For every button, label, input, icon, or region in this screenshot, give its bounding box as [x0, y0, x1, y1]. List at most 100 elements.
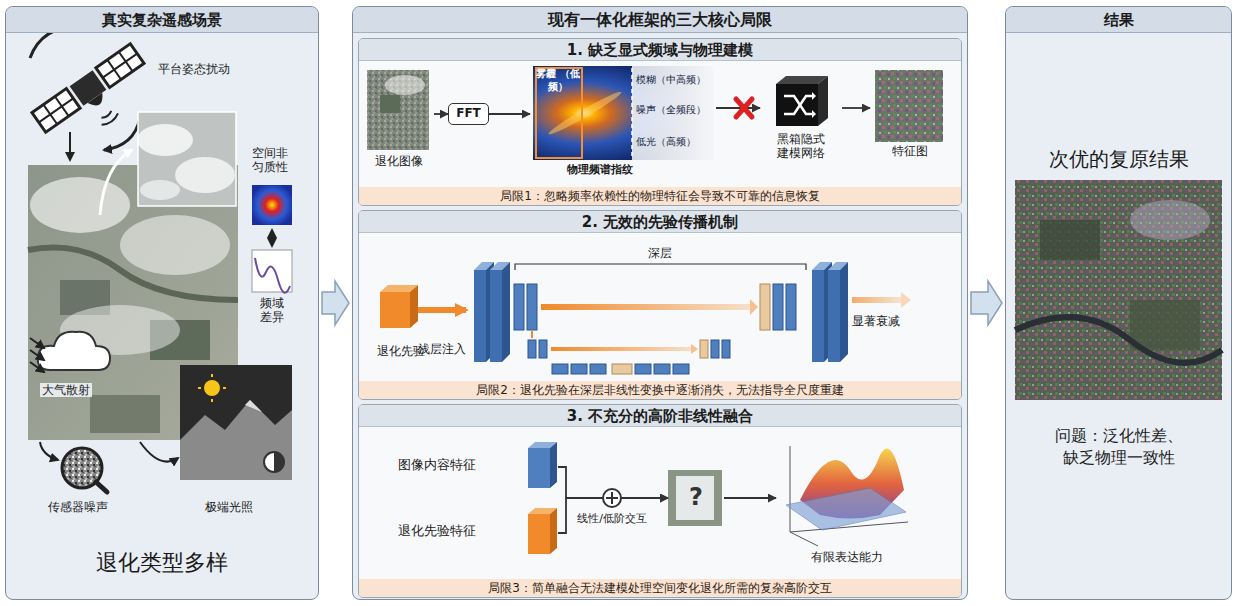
- annotation-label: 传感器噪声: [48, 500, 108, 514]
- feature-map-image-part: [875, 70, 943, 142]
- low-light-image: [140, 365, 292, 480]
- node-text: 退化图像: [364, 154, 434, 168]
- heatmap-icon: [252, 185, 292, 293]
- unet-network-part: [514, 284, 524, 330]
- node-text: 特征图: [870, 144, 950, 158]
- unet-network-part: [700, 340, 708, 358]
- low-light-image-part: [180, 400, 292, 480]
- noise-magnifier-part: [40, 442, 58, 460]
- unet-network-part: [812, 270, 824, 362]
- node-text: 退化先验特征: [382, 523, 492, 539]
- unet-network-part: [490, 270, 502, 362]
- node-text: 低光（高频）: [636, 136, 714, 148]
- limitation-box: 3. 不充分的高阶非线性融合局限3：简单融合无法建模处理空间变化退化所需的复杂高…: [358, 404, 962, 598]
- result-image-part: [1015, 180, 1222, 400]
- connector-arrow: [489, 113, 530, 115]
- low-light-image-part: [211, 399, 213, 402]
- unet-network-part: [551, 347, 692, 351]
- unet-network-part: [828, 270, 840, 362]
- satellite-icon-part-part: [103, 54, 137, 78]
- prior-cube-part: [418, 307, 466, 313]
- degraded-image-part: [380, 95, 400, 113]
- cloudy-image-part: [175, 157, 235, 193]
- low-light-image-part: [198, 387, 201, 389]
- spectrum-image-part: [536, 68, 582, 158]
- block-arrow: [971, 281, 1002, 325]
- panel-grounds-part: [358, 404, 962, 598]
- unet-network: [474, 262, 911, 374]
- feature-cubes: [528, 442, 557, 554]
- unet-network-part: [571, 364, 587, 374]
- unet-network-part: [590, 364, 606, 374]
- black-box-network: 黑箱隐式建模网络: [760, 70, 842, 170]
- fused-image: ?: [668, 470, 724, 526]
- unet-network-part: [635, 364, 651, 374]
- feature-cube: 图像内容特征: [378, 440, 558, 494]
- heatmap-icon-part: [255, 258, 290, 293]
- annotation-label: 极端光照: [205, 500, 253, 514]
- noise-magnifier: [40, 442, 107, 492]
- feature-cubes-part: [550, 508, 557, 554]
- cloud-icon-part: [38, 332, 110, 370]
- black-box-cube-part: [812, 92, 816, 100]
- limitations-panel: 现有一体化框架的三大核心局限1. 缺乏显式频域与物理建模局限1：忽略频率依赖性的…: [352, 6, 968, 600]
- black-box-cube-part: [812, 110, 816, 118]
- satellite-icon-part-part: [101, 111, 112, 120]
- node-text: 局限2：退化先验在深层非线性变换中逐渐消失，无法指导全尺度重建: [359, 381, 961, 399]
- unet-network-part: [531, 331, 533, 338]
- node-text: 局限3：简单融合无法建模处理空间变化退化所需的复杂高阶交互: [359, 579, 961, 597]
- feature-cube: 退化先验特征: [378, 506, 558, 560]
- connector-arrow: [842, 107, 870, 109]
- satellite-scene-image-part: [30, 177, 130, 233]
- result-image-part: [1040, 220, 1100, 260]
- spectrum-image-part: [533, 66, 714, 160]
- node-text: 雾霾 （低频）: [536, 68, 580, 93]
- low-light-image-part: [223, 387, 226, 389]
- black-box-cube: [776, 76, 828, 126]
- panel-grounds-part: [352, 6, 968, 600]
- surface-plot-part: [786, 488, 906, 530]
- spectrum-image-part: [547, 89, 624, 138]
- surface-plot-part: [790, 532, 818, 546]
- annotation-label: 平台姿态扰动: [158, 62, 230, 76]
- feature-map: 特征图: [870, 66, 950, 178]
- unet-network-part: [852, 297, 902, 303]
- connector-arrow: [434, 113, 448, 115]
- satellite-scene-image-part: [90, 395, 160, 433]
- node-text: ?: [668, 482, 724, 512]
- satellite-icon-part: [69, 132, 71, 160]
- result-image: [1015, 180, 1222, 400]
- block-arrow: [322, 281, 349, 325]
- node-text: 黑箱隐式建模网络: [774, 132, 828, 161]
- node-text: 图像内容特征: [382, 457, 492, 473]
- feature-cubes-part: [528, 514, 550, 554]
- surface-plot-part: [790, 446, 791, 532]
- node-text: 2. 无效的先验传播机制: [359, 211, 961, 233]
- unet-network-part: [786, 284, 796, 330]
- node-text: 现有一体化框架的三大核心局限: [353, 7, 967, 33]
- annotation-label: 深层: [648, 246, 672, 260]
- node-text: 1. 缺乏显式频域与物理建模: [359, 39, 961, 61]
- panel-grounds-part: [358, 38, 962, 206]
- node-text: 物理频谱指纹: [540, 163, 660, 176]
- panel-grounds: [5, 6, 1231, 600]
- annotation-label: 频域差异: [258, 296, 286, 325]
- low-light-image-part: [140, 442, 178, 462]
- black-box-cube-part: [784, 96, 812, 114]
- feature-cubes-part: [550, 442, 557, 488]
- spectrum-figure: 雾霾 （低频）模糊（中高频）噪声（全频段）低光（高频）物理频谱指纹: [530, 64, 716, 182]
- unet-network-part: [760, 284, 770, 330]
- black-box-cube-part: [776, 84, 818, 126]
- unet-network-part: [673, 364, 689, 374]
- unet-network-part: [773, 284, 783, 330]
- unet-network-part: [901, 292, 911, 308]
- surface-plot: 有限表达能力: [776, 436, 918, 570]
- plus-circle-part: [611, 492, 613, 504]
- heatmap-icon-part: [252, 185, 292, 225]
- node-text: 3. 不充分的高阶非线性融合: [359, 405, 961, 427]
- spectrum-image: [533, 66, 714, 160]
- degraded-image-part: [385, 75, 425, 95]
- satellite-icon-part: [104, 118, 140, 150]
- connector-arrow: [724, 497, 776, 499]
